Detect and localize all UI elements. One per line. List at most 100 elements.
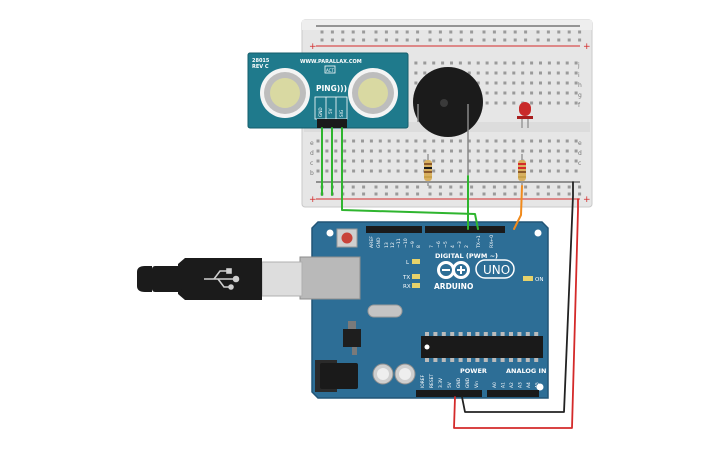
breadboard-hole [343,159,347,163]
power-pin-label: GND [465,377,471,388]
rail-hole [449,185,453,189]
breadboard-hole [565,169,569,173]
breadboard-hole [539,71,542,75]
rail-hole [578,185,582,189]
reset-button[interactable] [336,228,358,248]
rail-hole [351,30,355,34]
arduino-brand: ARDUINO [434,282,473,291]
sensor-website: WWW.PARALLAX.COM [300,59,362,65]
row-letter-e: e [310,140,314,147]
breadboard-hole [556,139,560,143]
breadboard-hole [441,61,445,65]
breadboard-hole [521,61,525,65]
breadboard-hole [530,169,534,173]
piezo-buzzer[interactable] [413,67,483,175]
power-pin-label: RESET [429,374,435,388]
rail-hole [546,38,550,42]
rail-hole [503,192,507,196]
breadboard-hole [547,149,551,153]
rail-hole [320,38,324,42]
breadboard-hole [556,101,560,105]
breadboard-hole [512,101,516,105]
analog-header[interactable] [487,390,539,397]
breadboard-hole [352,139,356,143]
sensor-pin-gnd: GND [318,107,323,117]
digital-pin-label: ~6 [436,241,442,248]
breadboard-hole [467,169,471,173]
breadboard-hole [512,139,516,143]
rail-hole [384,30,388,34]
breadboard-hole [494,101,498,105]
breadboard-hole [539,61,542,65]
breadboard-hole [494,159,498,163]
resistor-buzzer[interactable] [424,154,432,186]
rail-hole [546,185,550,189]
breadboard-hole [512,71,516,75]
breadboard-hole [450,139,453,143]
breadboard-hole [565,61,569,65]
breadboard-hole [574,71,578,75]
rail-hole [470,38,474,42]
digital-pin-label: 13 [384,242,390,248]
breadboard-hole [352,159,356,163]
digital-pin-label: ~3 [457,241,463,248]
wire-led-pin[interactable] [513,185,523,230]
sensor-pin-header[interactable] [317,119,347,128]
rail-hole [482,30,486,34]
power-header[interactable] [416,390,482,397]
rail-hole [524,185,528,189]
ping-ultrasonic-sensor[interactable]: 28015 REV C WWW.PARALLAX.COM ACT PING)))… [247,52,409,129]
power-pin-label: IOREF [420,374,426,388]
rail-hole [416,30,420,34]
rail-hole [459,185,463,189]
usb-b-port[interactable] [299,256,361,300]
rail-hole [428,38,432,42]
wire-ground-rail[interactable] [461,181,574,413]
breadboard-hole [539,169,542,173]
dc-power-jack[interactable] [315,360,358,392]
resistor-led[interactable] [518,154,526,186]
digital-header-left[interactable] [366,226,422,233]
breadboard-hole [574,61,578,65]
digital-pin-label: ~9 [410,241,416,248]
breadboard-hole [387,159,391,163]
digital-header-right[interactable] [425,226,505,233]
rail-plus-top-left: + [309,42,317,52]
breadboard-hole [503,101,507,105]
breadboard-hole [458,159,462,163]
breadboard-hole [387,169,391,173]
rail-hole [459,30,463,34]
breadboard-hole [574,159,578,163]
breadboard-hole [396,149,400,153]
led-label-l: L [406,260,410,266]
rail-hole [341,30,345,34]
breadboard-hole [369,169,373,173]
rail-hole [524,38,528,42]
analog-header-label: ANALOG IN [506,367,546,375]
voltage-regulator [343,329,361,347]
breadboard-hole [450,169,453,173]
breadboard-hole [432,139,436,143]
breadboard-hole [521,71,525,75]
breadboard-hole [334,159,338,163]
red-led[interactable] [517,102,533,128]
breadboard-hole [556,81,560,85]
wire-power-rail[interactable] [453,198,579,429]
mount-hole-top-left [326,229,334,237]
usb-cable[interactable] [137,256,361,300]
breadboard-hole [556,91,560,95]
rail-hole [578,192,582,196]
row-letter-i: i [578,72,580,79]
crystal-oscillator [367,304,403,318]
breadboard-hole [547,139,551,143]
breadboard-hole [485,91,489,95]
rail-hole [438,185,442,189]
breadboard-hole [467,61,471,65]
breadboard-hole [414,71,418,75]
wire-sensor-sig[interactable] [341,127,479,230]
breadboard-hole [503,71,507,75]
rail-hole [341,38,345,42]
breadboard-hole [574,101,578,105]
